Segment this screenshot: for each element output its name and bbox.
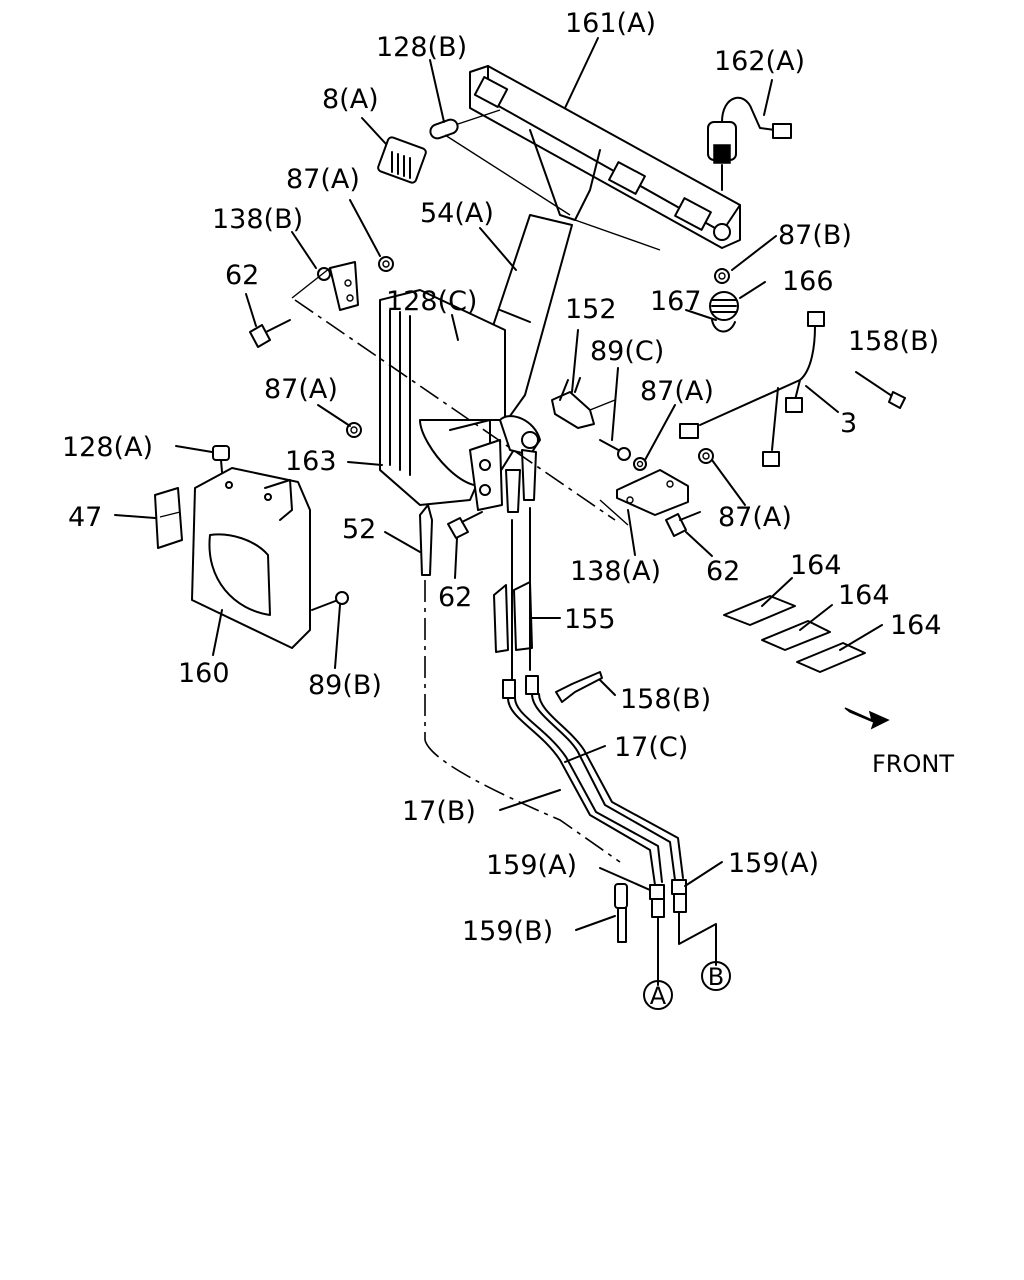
label-152: 152	[565, 294, 617, 325]
label-138b: 138(B)	[212, 204, 303, 235]
label-166: 166	[782, 266, 834, 297]
harness-3	[679, 311, 825, 467]
cap-166	[709, 291, 739, 321]
label-8a: 8(A)	[322, 84, 379, 115]
tie-158b-bottom	[555, 671, 603, 703]
nut-87a-top	[378, 256, 394, 272]
sleeve-155	[493, 507, 533, 681]
grommet-8a	[377, 136, 427, 184]
motor-unit-163	[379, 289, 541, 513]
label-164-a: 164	[790, 550, 842, 581]
label-164-b: 164	[838, 580, 890, 611]
ref-circle-b	[701, 961, 731, 991]
callout-labels: 161(A) 128(B) 162(A) 8(A) 87(A) 54(A) 13…	[62, 8, 954, 1010]
label-3: 3	[840, 408, 857, 439]
nut-87b	[714, 268, 730, 284]
fitting-159b	[614, 883, 628, 943]
connector-152	[551, 377, 616, 429]
label-159b: 159(B)	[462, 916, 553, 947]
label-17c: 17(C)	[614, 732, 688, 763]
nut-87a-mid	[633, 457, 647, 471]
fitting-159a	[649, 879, 717, 986]
label-161a: 161(A)	[565, 8, 656, 39]
label-87a-mid: 87(A)	[640, 376, 714, 407]
rod-52	[419, 504, 433, 740]
label-128c: 128(C)	[386, 286, 477, 317]
label-159a-left: 159(A)	[486, 850, 577, 881]
label-128a: 128(A)	[62, 432, 153, 463]
label-47: 47	[68, 502, 102, 533]
clip-167	[711, 319, 736, 333]
label-163: 163	[285, 446, 337, 477]
bracket-138a	[599, 469, 689, 526]
bracket-161a	[469, 65, 741, 249]
label-128b: 128(B)	[376, 32, 467, 63]
label-160: 160	[178, 658, 230, 689]
sensor-162a	[707, 96, 792, 191]
label-circle-a: A	[650, 982, 667, 1010]
label-17b: 17(B)	[402, 796, 476, 827]
screw-89c	[599, 439, 631, 461]
ref-circle-a	[643, 980, 673, 1010]
tie-158b-top	[855, 371, 906, 409]
label-155: 155	[564, 604, 616, 635]
washer-87a-right	[698, 448, 714, 464]
pin-128b	[429, 109, 571, 216]
label-87a-left: 87(A)	[264, 374, 338, 405]
bolt-62-mid	[447, 511, 483, 539]
label-52: 52	[342, 514, 376, 545]
label-138a: 138(A)	[570, 556, 661, 587]
bolt-62-right	[665, 511, 701, 537]
label-62-right: 62	[706, 556, 740, 587]
bolt-128a	[212, 445, 230, 473]
label-circle-b: B	[708, 963, 724, 991]
label-164-c: 164	[890, 610, 942, 641]
bolt-62-left	[249, 319, 291, 348]
label-62-mid: 62	[438, 582, 472, 613]
label-front: FRONT	[872, 750, 954, 778]
label-87a-right: 87(A)	[718, 502, 792, 533]
label-87b: 87(B)	[778, 220, 852, 251]
plate-47	[154, 487, 183, 549]
pipes-17	[424, 675, 684, 886]
label-89c: 89(C)	[590, 336, 664, 367]
cover-160	[191, 467, 311, 649]
label-62-left: 62	[225, 260, 259, 291]
front-arrow-icon	[844, 707, 890, 730]
label-54a: 54(A)	[420, 198, 494, 229]
pads-164	[723, 595, 866, 673]
leader-lines	[114, 37, 883, 931]
label-162a: 162(A)	[714, 46, 805, 77]
label-158b-top: 158(B)	[848, 326, 939, 357]
label-159a-right: 159(A)	[728, 848, 819, 879]
label-87a-top: 87(A)	[286, 164, 360, 195]
label-167: 167	[650, 286, 702, 317]
bracket-138b	[291, 261, 359, 311]
screw-89b	[311, 591, 349, 611]
label-158b-bottom: 158(B)	[620, 684, 711, 715]
label-89b: 89(B)	[308, 670, 382, 701]
